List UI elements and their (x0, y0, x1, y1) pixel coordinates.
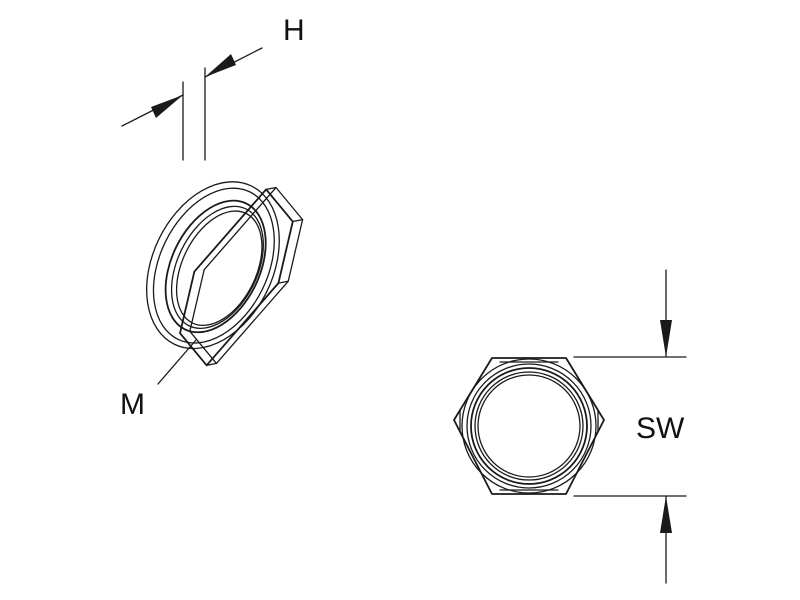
arrowhead-down-icon (660, 320, 672, 357)
leader-line (157, 339, 197, 385)
locknut-front-view (453, 357, 605, 495)
locknut-perspective-view (146, 181, 304, 367)
height-dimension: H (121, 14, 305, 161)
flange-circle (461, 358, 597, 494)
flange-ring (146, 181, 280, 350)
thread-dimension: M (120, 339, 197, 421)
thread-bore (164, 199, 267, 334)
arrowhead-icon (151, 95, 183, 118)
wrench-size-label: SW (636, 412, 685, 445)
thread-label: M (120, 388, 145, 421)
arrowhead-up-icon (660, 496, 672, 533)
wrench-size-dimension: SW (573, 269, 687, 584)
height-label: H (283, 14, 305, 47)
bore-circle (470, 367, 588, 485)
hex-outline (453, 357, 605, 495)
arrowhead-icon (205, 54, 236, 77)
